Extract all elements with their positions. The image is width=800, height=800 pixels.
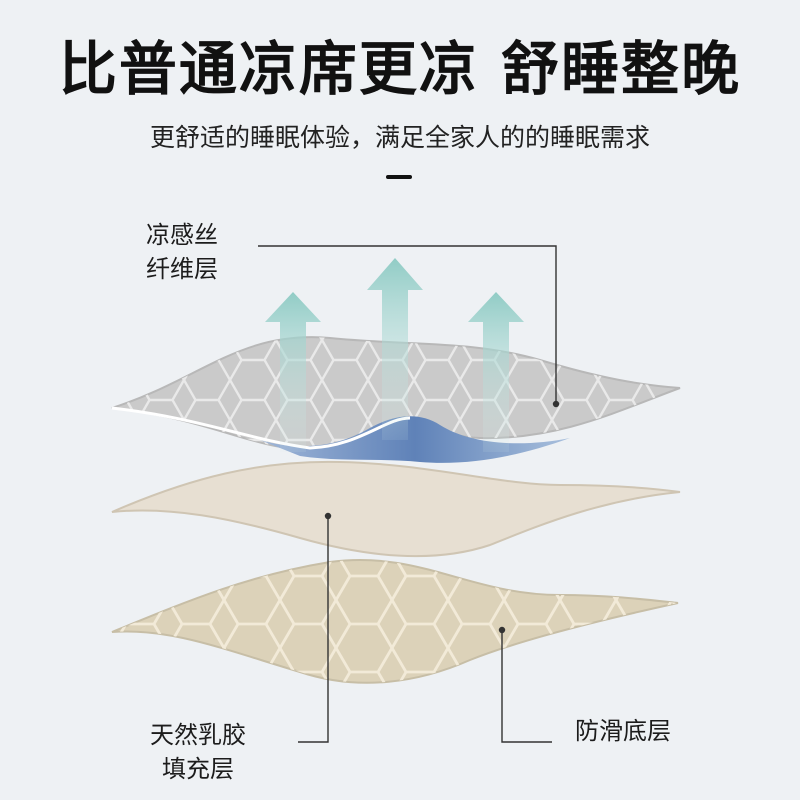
leader-lines: [258, 245, 560, 743]
bottom-layer: [111, 558, 679, 684]
cooling-arrows: [265, 258, 524, 452]
arrow-up-icon: [367, 258, 423, 440]
label-line: 防滑底层: [575, 717, 671, 745]
page-title: 比普通凉席更凉 舒睡整晚: [58, 35, 742, 103]
label-cool-fiber-layer: 凉感丝 纤维层: [146, 218, 218, 286]
divider-dash: [386, 175, 412, 179]
page-subtitle: 更舒适的睡眠体验，满足全家人的的睡眠需求: [149, 123, 650, 152]
arrow-up-icon: [265, 292, 321, 452]
label-line: 凉感丝: [146, 221, 218, 249]
label-line: 纤维层: [146, 255, 218, 283]
label-line: 天然乳胶: [150, 721, 246, 749]
label-latex-fill-layer: 天然乳胶 填充层: [150, 718, 246, 786]
middle-layer: [111, 460, 681, 558]
label-line: 填充层: [162, 755, 234, 783]
label-anti-slip-layer: 防滑底层: [575, 714, 671, 748]
arrow-up-icon: [468, 292, 524, 452]
